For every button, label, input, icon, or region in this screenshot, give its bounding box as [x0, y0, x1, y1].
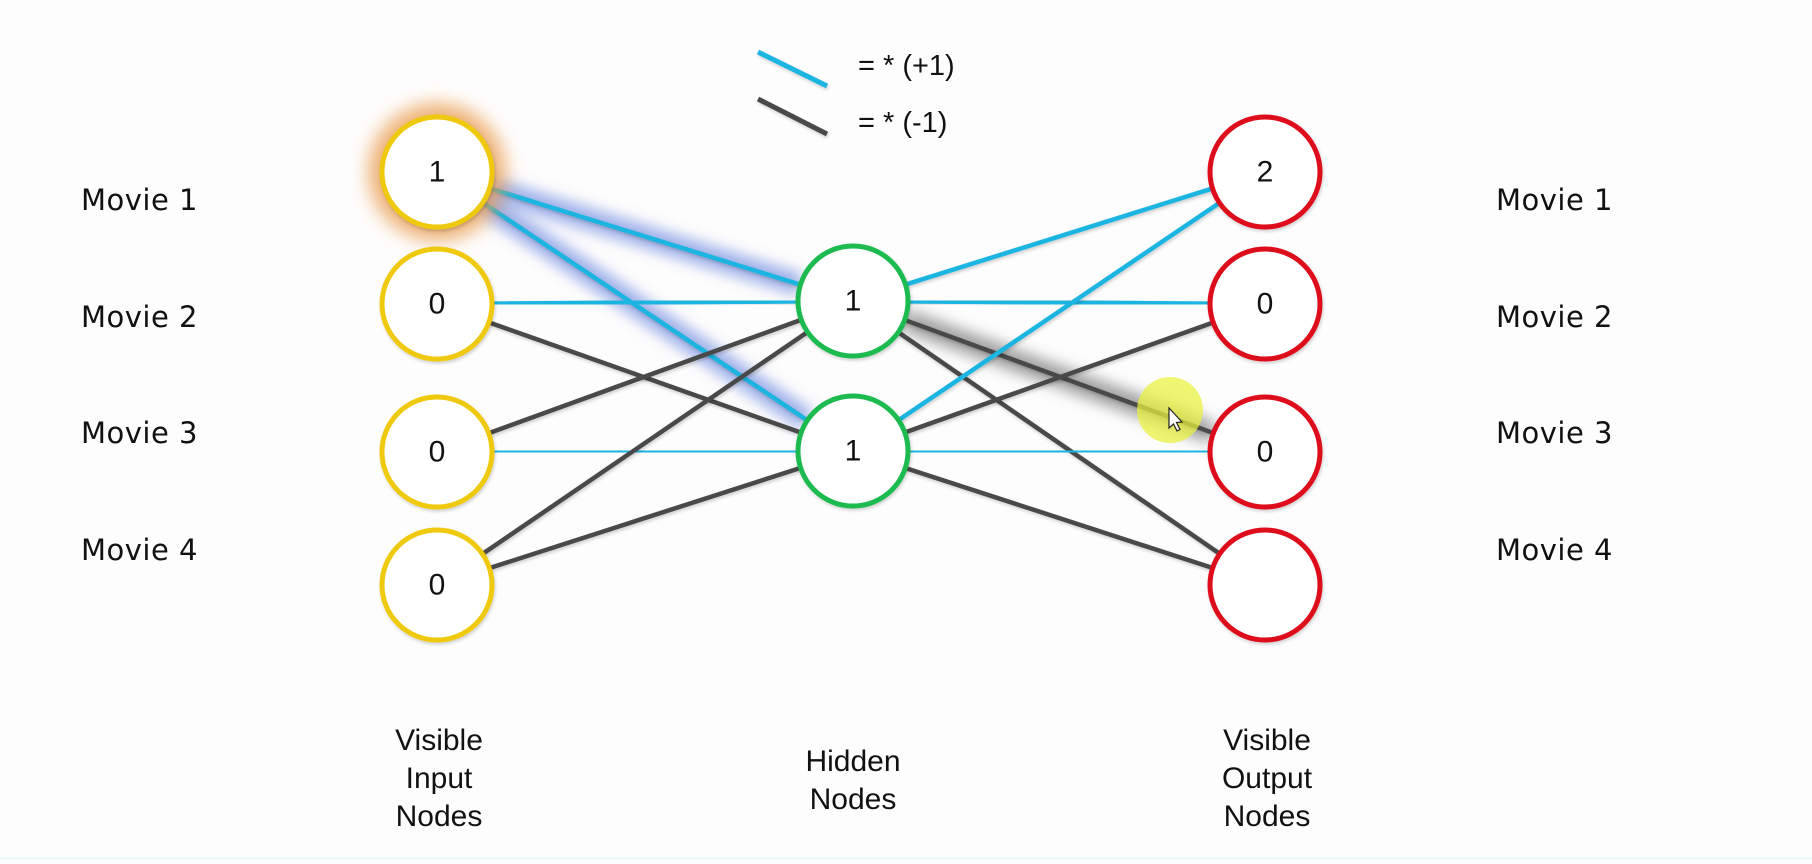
legend-positive-label: = * (+1): [858, 50, 955, 82]
positive-edge-hidden-output: [904, 186, 1214, 287]
input-node: 0: [379, 394, 495, 510]
legend: [756, 49, 829, 137]
right-movie-label: Movie 3: [1496, 416, 1613, 450]
node-circle: [1207, 246, 1323, 362]
node-circle: [1207, 394, 1323, 510]
output-node: 0: [1207, 394, 1323, 510]
positive-edge-hidden-output: [897, 200, 1221, 423]
input-node: 1: [368, 103, 506, 241]
node-circle: [379, 114, 495, 230]
input-layer-label: Visible Input Nodes: [395, 724, 483, 833]
node-value: 0: [429, 436, 446, 469]
left-movie-label: Movie 2: [81, 300, 198, 334]
left-movie-label: Movie 1: [81, 183, 198, 217]
node-value: 1: [429, 156, 446, 189]
positive-edge-input-hidden: [481, 200, 809, 423]
legend-negative-line: [756, 96, 829, 137]
legend-negative-label: = * (-1): [858, 107, 948, 139]
positive-edge-input-hidden: [491, 448, 799, 455]
node-circle: [795, 393, 911, 509]
left-movie-label: Movie 3: [81, 416, 198, 450]
node-circle: [795, 243, 911, 359]
negative-edge-hidden-output: [904, 320, 1214, 435]
node-value: 2: [1257, 156, 1274, 189]
negative-edge-hidden-output: [904, 465, 1214, 571]
hidden-node: 1: [795, 243, 911, 359]
cursor-highlight: [1137, 377, 1203, 443]
right-movie-label: Movie 1: [1496, 183, 1613, 217]
hidden-layer-label: Hidden Nodes: [805, 745, 901, 816]
positive-edge-input-hidden: [491, 299, 799, 306]
node-value: 0: [429, 569, 446, 602]
right-movie-label: Movie 2: [1496, 300, 1613, 334]
positive-edge-hidden-output: [907, 299, 1211, 306]
hidden-node: 1: [795, 393, 911, 509]
node-circle: [1207, 527, 1323, 643]
node-circle: [379, 394, 495, 510]
node-value: 1: [845, 285, 862, 318]
positive-edge-input-hidden: [488, 186, 802, 287]
output-node: [1207, 527, 1323, 643]
node-circle: [1207, 114, 1323, 230]
negative-edge-input-hidden: [488, 465, 802, 571]
node-value: 1: [845, 435, 862, 468]
node-circle: [379, 527, 495, 643]
output-node: 2: [1207, 114, 1323, 230]
input-node: 0: [379, 246, 495, 362]
output-layer-label: Visible Output Nodes: [1221, 724, 1313, 833]
node-value: 0: [1257, 288, 1274, 321]
left-movie-label: Movie 4: [81, 533, 198, 567]
mouse-pointer-icon: [1168, 406, 1184, 432]
negative-edge-hidden-output: [897, 330, 1221, 556]
positive-edge-hidden-output: [907, 448, 1211, 455]
negative-edge-input-hidden: [481, 330, 809, 556]
legend-positive-line: [756, 49, 829, 89]
negative-edge-input-hidden: [487, 317, 803, 436]
right-movie-label: Movie 4: [1496, 533, 1613, 567]
output-node: 0: [1207, 246, 1323, 362]
node-circle: [379, 246, 495, 362]
node-value: 0: [429, 288, 446, 321]
input-node: 0: [379, 527, 495, 643]
node-value: 0: [1257, 436, 1274, 469]
bottom-edge: [0, 857, 1812, 860]
